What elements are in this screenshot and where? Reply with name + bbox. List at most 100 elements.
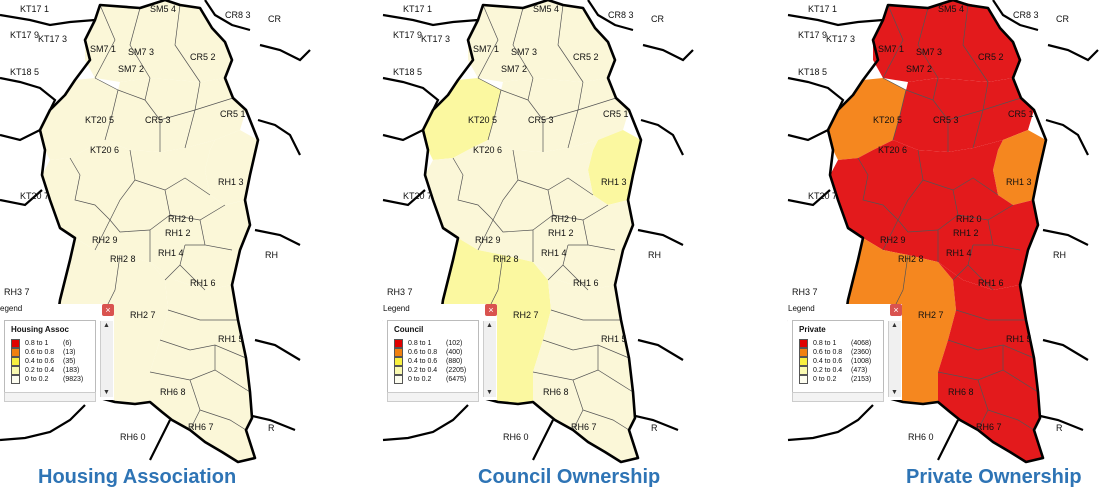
legend-count: (2205): [446, 367, 467, 374]
postcode-label: RH6 7: [188, 422, 214, 432]
district-boundary: [129, 7, 151, 79]
legend-heading: Council: [394, 325, 424, 334]
close-icon[interactable]: ×: [485, 304, 497, 316]
legend-horizontal-scrollbar[interactable]: [387, 392, 479, 402]
district-boundary: [897, 149, 924, 221]
postcode-label: KT20 7: [20, 191, 49, 201]
postcode-label: KT17 1: [403, 4, 432, 14]
boundary-line-outer: [637, 338, 684, 361]
district-boundary: [477, 4, 499, 79]
postcode-label: RH6 0: [503, 432, 529, 442]
boundary-line-outer: [0, 189, 43, 207]
legend-count: (4068): [851, 340, 872, 347]
district-boundary: [882, 77, 907, 141]
scroll-up-icon[interactable]: ▲: [486, 322, 493, 329]
district-boundary: [987, 409, 1035, 431]
postcode-label: RH2 9: [475, 235, 501, 245]
postcode-label: KT20 5: [85, 115, 114, 125]
legend-scrollbar[interactable]: ▲ ▼: [483, 321, 496, 397]
postcode-label: CR8 3: [608, 10, 634, 20]
scroll-down-icon[interactable]: ▼: [486, 389, 493, 396]
map-region: [468, 0, 615, 82]
legend-row: 0.2 to 0.4(2205): [394, 366, 474, 375]
legend-scrollbar[interactable]: ▲ ▼: [100, 321, 113, 397]
legend-box: Housing Assoc 0.8 to 1(6)0.6 to 0.8(13)0…: [4, 320, 113, 398]
postcode-label: CR8 3: [1013, 10, 1039, 20]
legend-range: 0.4 to 0.6: [25, 358, 55, 365]
postcode-label: RH2 9: [880, 235, 906, 245]
close-icon[interactable]: ×: [890, 304, 902, 316]
county-outline: [826, 0, 1048, 464]
legend-window-title: egend: [0, 304, 23, 313]
district-boundary: [882, 4, 904, 79]
postcode-label: KT17 3: [826, 34, 855, 44]
legend-swatch: [11, 339, 20, 348]
boundary-line-outer: [787, 404, 874, 442]
caption-housing-association: Housing Association: [38, 466, 237, 488]
postcode-label: R: [1056, 423, 1063, 433]
district-boundary: [477, 77, 502, 141]
legend-swatch: [799, 357, 808, 366]
postcode-label: RH2 0: [168, 214, 194, 224]
postcode-label: RH1 5: [1006, 334, 1032, 344]
boundary-line-outer: [0, 76, 57, 111]
legend-swatch: [11, 348, 20, 357]
postcode-label: KT18 5: [10, 67, 39, 77]
legend-count: (2153): [851, 376, 872, 383]
postcode-label: CR5 3: [145, 115, 171, 125]
map-region: [150, 262, 255, 462]
map-region: [425, 140, 633, 290]
postcode-label: RH1 6: [978, 278, 1004, 288]
legend-count: (473): [851, 367, 868, 374]
postcode-label: RH6 0: [120, 432, 146, 442]
district-boundary: [149, 189, 171, 262]
legend-row: 0.8 to 1(102): [394, 339, 474, 348]
district-boundary: [542, 339, 630, 359]
district-boundary: [134, 177, 211, 196]
scroll-down-icon[interactable]: ▼: [891, 389, 898, 396]
boundary-line-outer: [149, 419, 171, 461]
legend-horizontal-scrollbar[interactable]: [792, 392, 884, 402]
postcode-label: KT17 3: [38, 34, 67, 44]
legend-range: 0.6 to 0.8: [25, 349, 55, 356]
boundary-line-outer: [1042, 228, 1089, 246]
scroll-up-icon[interactable]: ▲: [103, 322, 110, 329]
legend-row: 0 to 0.2(6475): [394, 375, 474, 384]
legend-horizontal-scrollbar[interactable]: [4, 392, 96, 402]
legend-window[interactable]: Legend × Council 0.8 to 1(102)0.6 to 0.8…: [383, 304, 497, 402]
postcode-label: RH1 6: [573, 278, 599, 288]
boundary-line-outer: [382, 189, 426, 207]
legend-box: Council 0.8 to 1(102)0.6 to 0.8(400)0.4 …: [387, 320, 496, 398]
postcode-label: RH1 3: [601, 177, 627, 187]
scroll-down-icon[interactable]: ▼: [103, 389, 110, 396]
boundary-line-outer: [0, 129, 41, 142]
legend-row: 0.8 to 1(6): [11, 339, 91, 348]
postcode-label: SM7 3: [916, 47, 942, 57]
boundary-line-outer: [787, 189, 831, 207]
boundary-line-outer: [0, 13, 96, 27]
scroll-up-icon[interactable]: ▲: [891, 322, 898, 329]
boundary-line-outer: [640, 118, 684, 156]
postcode-label: CR5 2: [190, 52, 216, 62]
district-boundary: [94, 77, 119, 141]
district-boundary: [937, 369, 1039, 393]
legend-scrollbar[interactable]: ▲ ▼: [888, 321, 901, 397]
postcode-label: RH1 2: [165, 228, 191, 238]
legend-window[interactable]: Legend × Private 0.8 to 1(4068)0.6 to 0.…: [788, 304, 902, 402]
postcode-label: CR5 1: [220, 109, 246, 119]
map-region: [828, 78, 906, 160]
postcode-label: CR: [268, 14, 281, 24]
legend-window[interactable]: egend × Housing Assoc 0.8 to 1(6)0.6 to …: [0, 304, 114, 402]
district-boundary: [199, 409, 247, 431]
district-boundary: [512, 7, 534, 79]
close-icon[interactable]: ×: [102, 304, 114, 316]
legend-row: 0.6 to 0.8(2360): [799, 348, 879, 357]
postcode-label: RH6 8: [160, 387, 186, 397]
map-region: [533, 262, 638, 462]
district-boundary: [917, 7, 939, 79]
postcode-label: RH2 8: [493, 254, 519, 264]
postcode-label: KT20 6: [878, 145, 907, 155]
postcode-label: SM5 4: [938, 4, 964, 14]
postcode-label: RH2 0: [956, 214, 982, 224]
legend-rows: 0.8 to 1(4068)0.6 to 0.8(2360)0.4 to 0.6…: [799, 339, 879, 384]
